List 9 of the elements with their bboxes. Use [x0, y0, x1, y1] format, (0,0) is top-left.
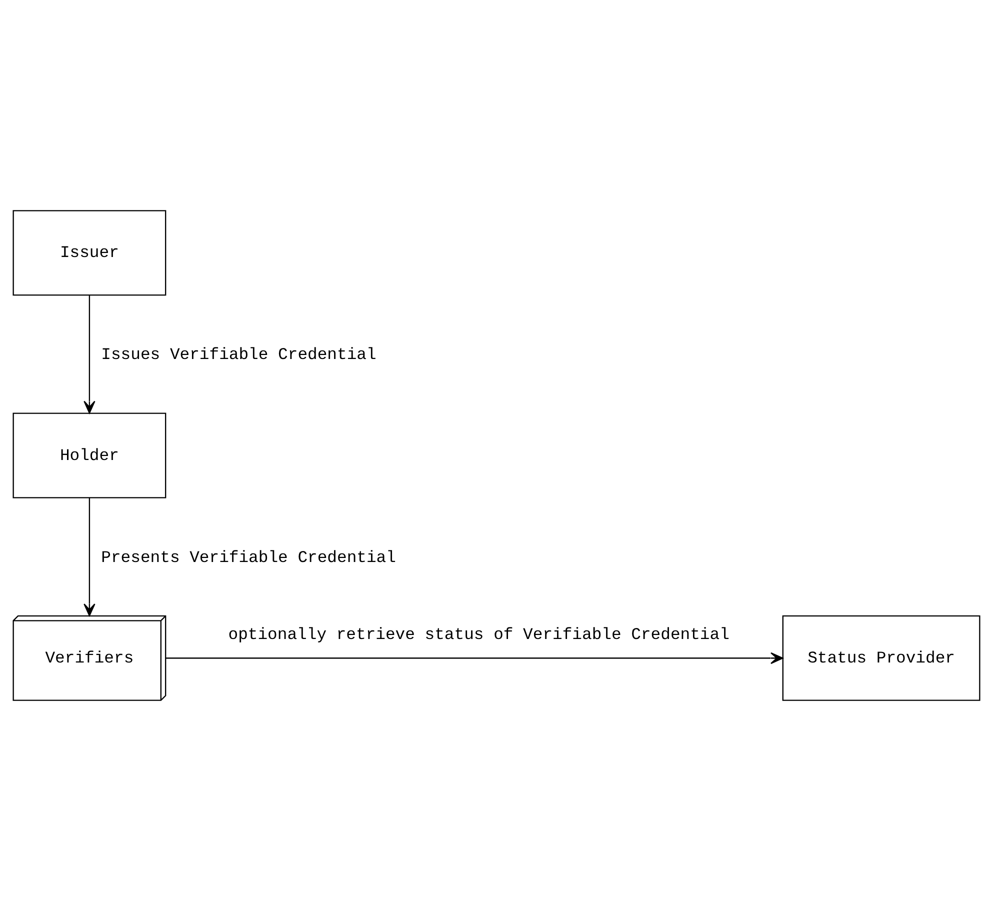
arrow — [166, 652, 784, 664]
arrow — [84, 498, 96, 616]
edge-label: optionally retrieve status of Verifiable Credential — [228, 625, 730, 644]
node-box: Issuer — [12, 210, 166, 296]
node-box: Holder — [12, 412, 166, 498]
edge-label: Presents Verifiable Credential — [101, 548, 396, 567]
arrow — [84, 295, 96, 414]
edge-label: Issues Verifiable Credential — [101, 345, 376, 364]
node-box: Status Provider — [782, 615, 980, 701]
